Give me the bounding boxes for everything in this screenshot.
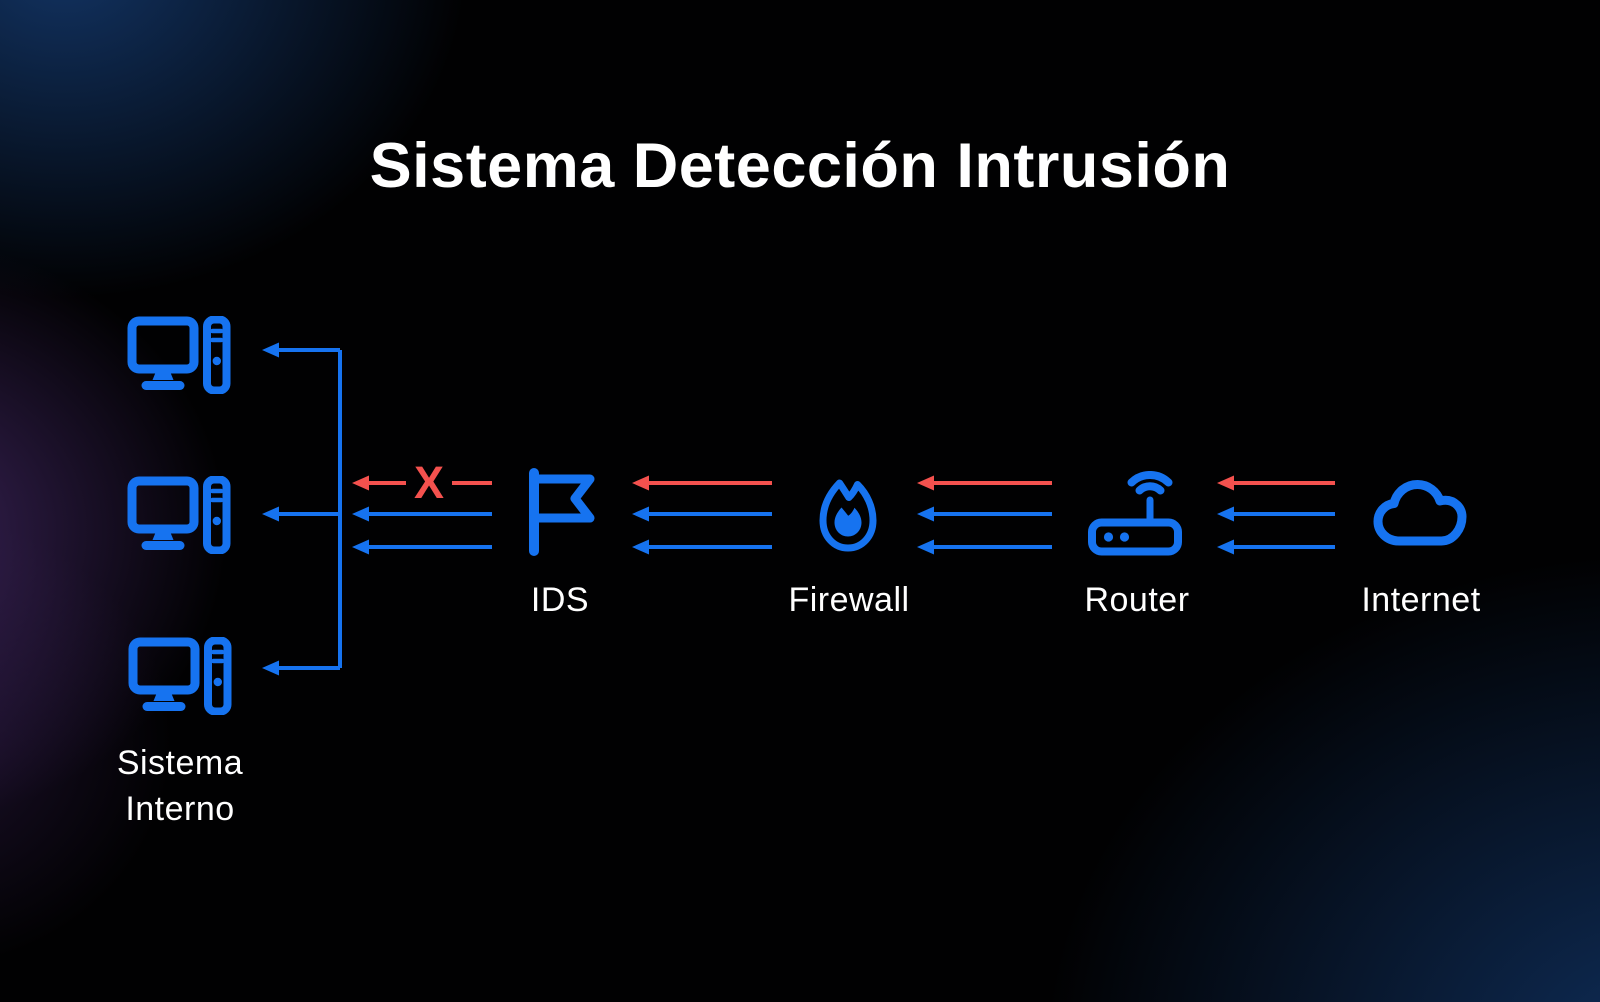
firewall-label: Firewall <box>788 581 910 619</box>
desktop-computer-icon <box>127 315 231 395</box>
flag-icon <box>524 466 604 558</box>
router-label: Router <box>1084 581 1190 619</box>
junction-branch-arrows <box>262 342 342 676</box>
arrows-internet-to-router <box>1217 475 1335 555</box>
wifi-router-icon <box>1087 470 1183 557</box>
diagram-title: Sistema Detección Intrusión <box>369 131 1231 201</box>
desktop-computer-icon <box>128 636 232 716</box>
desktop-computer-icon <box>127 475 231 555</box>
arrows-router-to-firewall <box>917 475 1052 555</box>
flame-icon <box>811 471 885 557</box>
internet-label: Internet <box>1361 581 1481 619</box>
internal-system-label: Sistema Interno <box>116 744 244 828</box>
ids-label: IDS <box>530 581 590 619</box>
blocked-x-marker: X <box>413 457 444 508</box>
arrows-ids-to-internal <box>352 475 492 555</box>
arrows-firewall-to-ids <box>632 475 772 555</box>
cloud-icon <box>1368 475 1472 553</box>
